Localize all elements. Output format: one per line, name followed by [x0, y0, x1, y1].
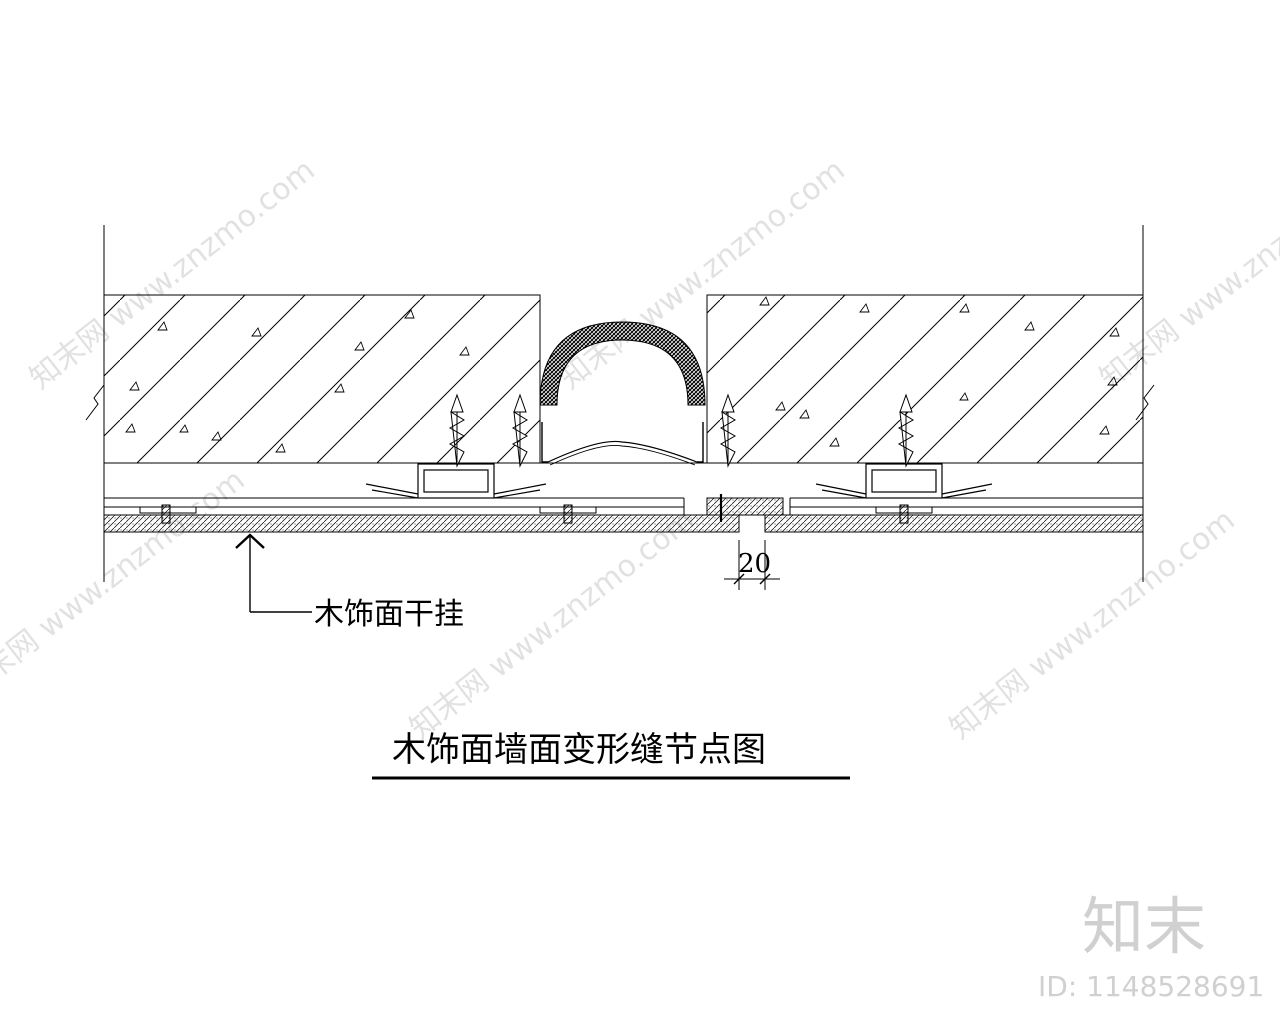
brand-watermark: 知末 [1082, 890, 1206, 963]
flexible-arch-seal [539, 321, 706, 466]
callout-label: 木饰面干挂 [314, 597, 464, 632]
concrete-wall-right [706, 294, 1144, 464]
break-mark-left [85, 384, 105, 421]
expansion-anchor [719, 393, 737, 468]
wood-veneer-board-left [103, 514, 740, 533]
watermark-text: 知末网 www.znzmo.com [0, 463, 252, 707]
hanging-clip [875, 504, 933, 524]
wood-veneer-board-right [764, 514, 1144, 533]
expansion-anchor [897, 393, 915, 468]
hanging-clip [139, 504, 197, 524]
dimension-label: 20 [738, 549, 771, 579]
expansion-anchor [448, 393, 466, 468]
steel-channel-right [815, 463, 993, 499]
steel-channel-left [365, 463, 547, 499]
id-watermark: ID: 1148528691 [1038, 970, 1264, 1003]
watermark-text: 知末网 www.znzmo.com [943, 503, 1241, 747]
expansion-anchor [511, 393, 529, 468]
joint-cover-strip [706, 494, 784, 522]
callout-leader [235, 533, 312, 613]
dimension-line [724, 540, 780, 590]
hanging-clip [539, 504, 597, 524]
drawing-title: 木饰面墙面变形缝节点图 [392, 730, 766, 770]
concrete-wall-left [103, 294, 541, 464]
